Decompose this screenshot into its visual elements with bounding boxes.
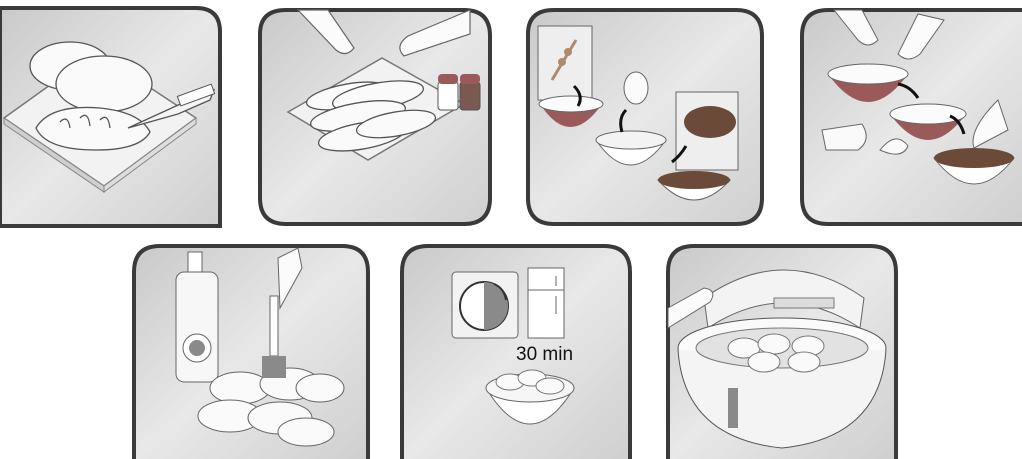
breadcrumbs-box-icon [676, 92, 738, 170]
step-2-season-panel [258, 0, 494, 228]
timer-icon [452, 272, 518, 338]
step-3-coat-panel [526, 0, 766, 228]
step-1-slice-panel [0, 0, 224, 228]
flour-bag-icon [538, 26, 592, 100]
step-5-brush-oil-panel [130, 238, 372, 459]
step-4-dip-panel [798, 0, 1022, 228]
step-7-airfryer-panel [664, 238, 900, 459]
fridge-icon [528, 268, 564, 338]
time-caption: 30 min [516, 344, 573, 366]
